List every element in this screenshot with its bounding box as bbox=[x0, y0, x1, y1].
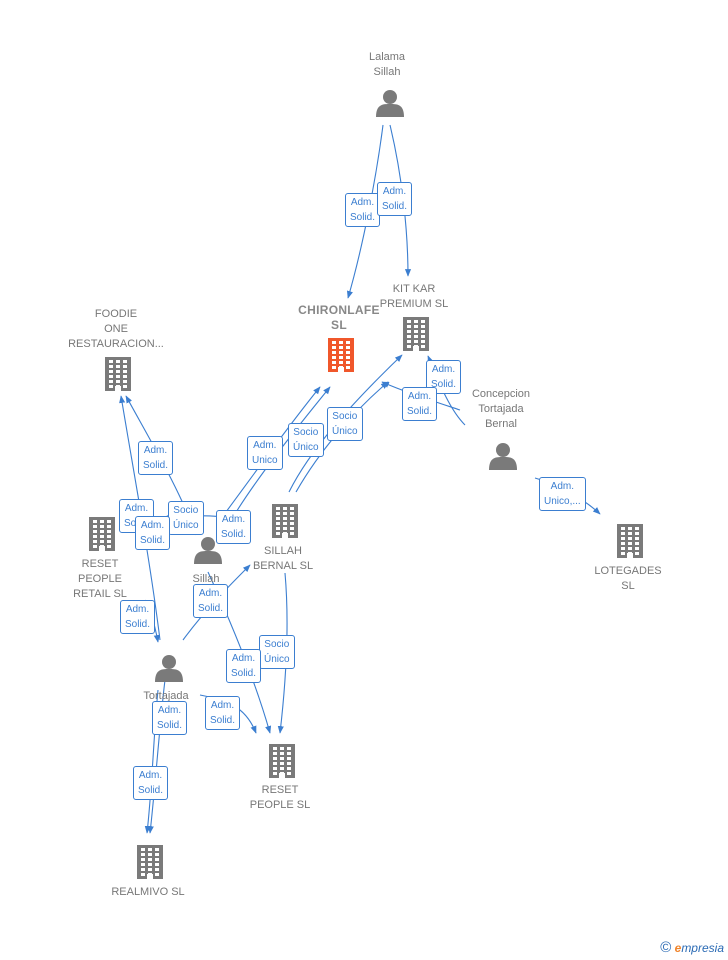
relation-label-2[interactable]: Adm. Solid. bbox=[377, 182, 413, 216]
node-label-concepcion[interactable]: Concepcion Tortajada Bernal bbox=[471, 388, 531, 430]
relation-label-13[interactable]: Adm. Solid. bbox=[135, 516, 171, 550]
building-icon-realmivo[interactable] bbox=[137, 845, 163, 879]
relation-label-10[interactable]: Adm. Solid. bbox=[138, 441, 174, 475]
relation-label-4[interactable]: Adm. Solid. bbox=[402, 387, 438, 421]
relation-label-20[interactable]: Adm. Solid. bbox=[152, 701, 188, 735]
building-icon-lotegades[interactable] bbox=[617, 524, 643, 558]
person-icon-tortajada[interactable] bbox=[155, 655, 183, 682]
person-icon-lalama-sillah[interactable] bbox=[376, 90, 404, 117]
building-icon-reset-retail[interactable] bbox=[89, 517, 115, 551]
empresia-logo: © empresia bbox=[660, 939, 724, 956]
relation-label-14[interactable]: Adm. Solid. bbox=[216, 510, 252, 544]
relation-label-9[interactable]: Socio Único bbox=[288, 423, 324, 457]
relation-label-12[interactable]: Socio Único bbox=[168, 501, 204, 535]
building-icon-kit-kar[interactable] bbox=[403, 317, 429, 351]
node-label-reset-people[interactable]: RESET PEOPLE SL bbox=[249, 784, 311, 811]
relation-label-1[interactable]: Adm. Solid. bbox=[345, 193, 381, 227]
node-label-foodie[interactable]: FOODIE ONE RESTAURACION... bbox=[68, 308, 164, 350]
node-label-chironlafe[interactable]: CHIRONLAFE SL bbox=[298, 303, 380, 332]
building-icon-sillah-bernal[interactable] bbox=[272, 504, 298, 538]
building-icon-chironlafe[interactable] bbox=[328, 338, 354, 372]
relation-label-15[interactable]: Adm. Solid. bbox=[120, 600, 156, 634]
node-label-lotegades[interactable]: LOTEGADES SL bbox=[594, 565, 662, 592]
node-label-realmivo[interactable]: REALMIVO SL bbox=[111, 886, 185, 898]
building-icon-reset-people[interactable] bbox=[269, 744, 295, 778]
person-icon-sillah-la[interactable] bbox=[194, 537, 222, 564]
relation-label-7[interactable]: Socio Único bbox=[327, 407, 363, 441]
relation-label-19[interactable]: Adm. Solid. bbox=[205, 696, 241, 730]
node-label-sillah-bernal[interactable]: SILLAH BERNAL SL bbox=[252, 545, 314, 572]
edge-18 bbox=[147, 679, 166, 834]
relation-label-18[interactable]: Adm. Solid. bbox=[226, 649, 262, 683]
node-label-reset-retail[interactable]: RESET PEOPLE RETAIL SL bbox=[73, 558, 127, 600]
relation-label-17[interactable]: Socio Único bbox=[259, 635, 295, 669]
relation-label-8[interactable]: Adm. Unico bbox=[247, 436, 283, 470]
relation-label-6[interactable]: Adm. Unico,... bbox=[539, 477, 586, 511]
relation-label-21[interactable]: Adm. Solid. bbox=[133, 766, 169, 800]
node-label-kit-kar[interactable]: KIT KAR PREMIUM SL bbox=[379, 283, 449, 310]
relation-label-16[interactable]: Adm. Solid. bbox=[193, 584, 229, 618]
node-label-lalama-sillah[interactable]: Lalama Sillah bbox=[368, 51, 406, 78]
person-icon-concepcion[interactable] bbox=[489, 443, 517, 470]
building-icon-foodie[interactable] bbox=[105, 357, 131, 391]
